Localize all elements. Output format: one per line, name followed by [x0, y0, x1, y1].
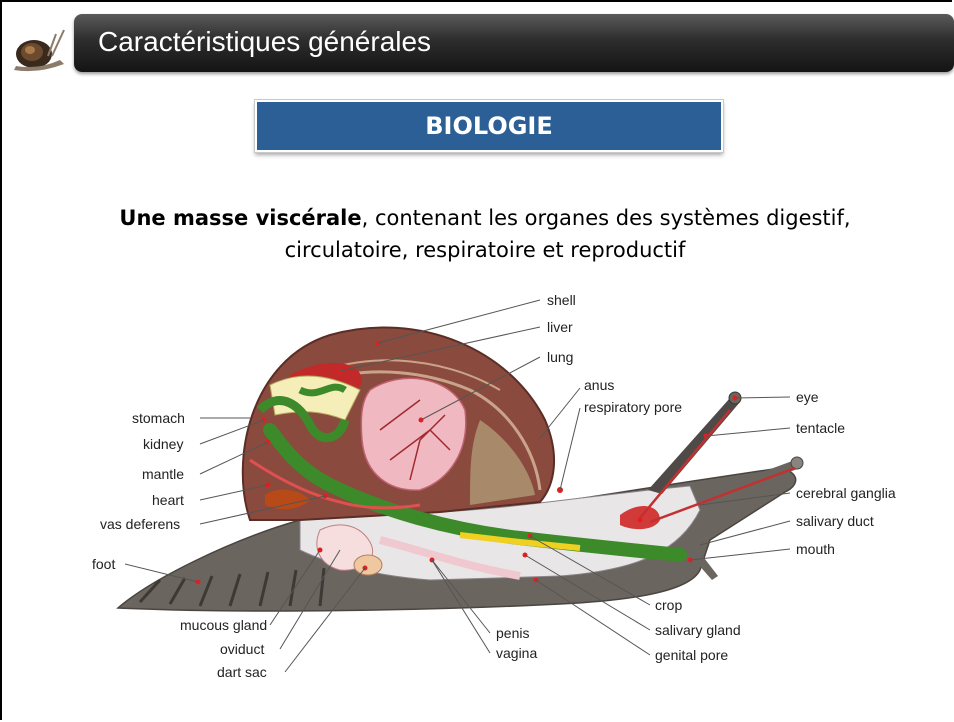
label-mouth: mouth [796, 541, 835, 557]
intro-line2: circulatoire, respiratoire et reproducti… [285, 238, 686, 262]
label-penis: penis [496, 625, 529, 641]
label-lung: lung [547, 349, 573, 365]
label-genital-pore: genital pore [655, 647, 728, 663]
title-bar: Caractéristiques générales [74, 14, 954, 72]
label-liver: liver [547, 319, 573, 335]
label-anus: anus [584, 377, 614, 393]
label-tentacle: tentacle [796, 420, 845, 436]
label-mucous-gland: mucous gland [180, 617, 267, 633]
label-cerebral-ganglia: cerebral ganglia [796, 485, 896, 501]
snail-anatomy-diagram: shell liver lung anus respiratory pore e… [0, 280, 954, 700]
label-salivary-gland: salivary gland [655, 622, 741, 638]
label-kidney: kidney [143, 436, 183, 452]
page-title: Caractéristiques générales [98, 26, 431, 58]
label-vas-deferens: vas deferens [100, 516, 180, 532]
label-heart: heart [152, 492, 184, 508]
label-vagina: vagina [496, 645, 537, 661]
section-box: BIOLOGIE [255, 100, 723, 152]
section-title: BIOLOGIE [425, 112, 553, 140]
label-oviduct: oviduct [220, 641, 264, 657]
label-salivary-duct: salivary duct [796, 513, 874, 529]
label-eye: eye [796, 389, 819, 405]
label-foot: foot [92, 556, 115, 572]
label-mantle: mantle [142, 466, 184, 482]
intro-rest: , contenant les organes des systèmes dig… [362, 206, 851, 230]
intro-bold: Une masse viscérale [119, 206, 361, 230]
label-shell: shell [547, 292, 576, 308]
label-respiratory-pore: respiratory pore [584, 399, 682, 415]
label-stomach: stomach [132, 410, 185, 426]
snail-logo [8, 20, 70, 72]
label-dart-sac: dart sac [217, 664, 267, 680]
intro-text: Une masse viscérale, contenant les organ… [80, 202, 890, 266]
label-crop: crop [655, 597, 682, 613]
